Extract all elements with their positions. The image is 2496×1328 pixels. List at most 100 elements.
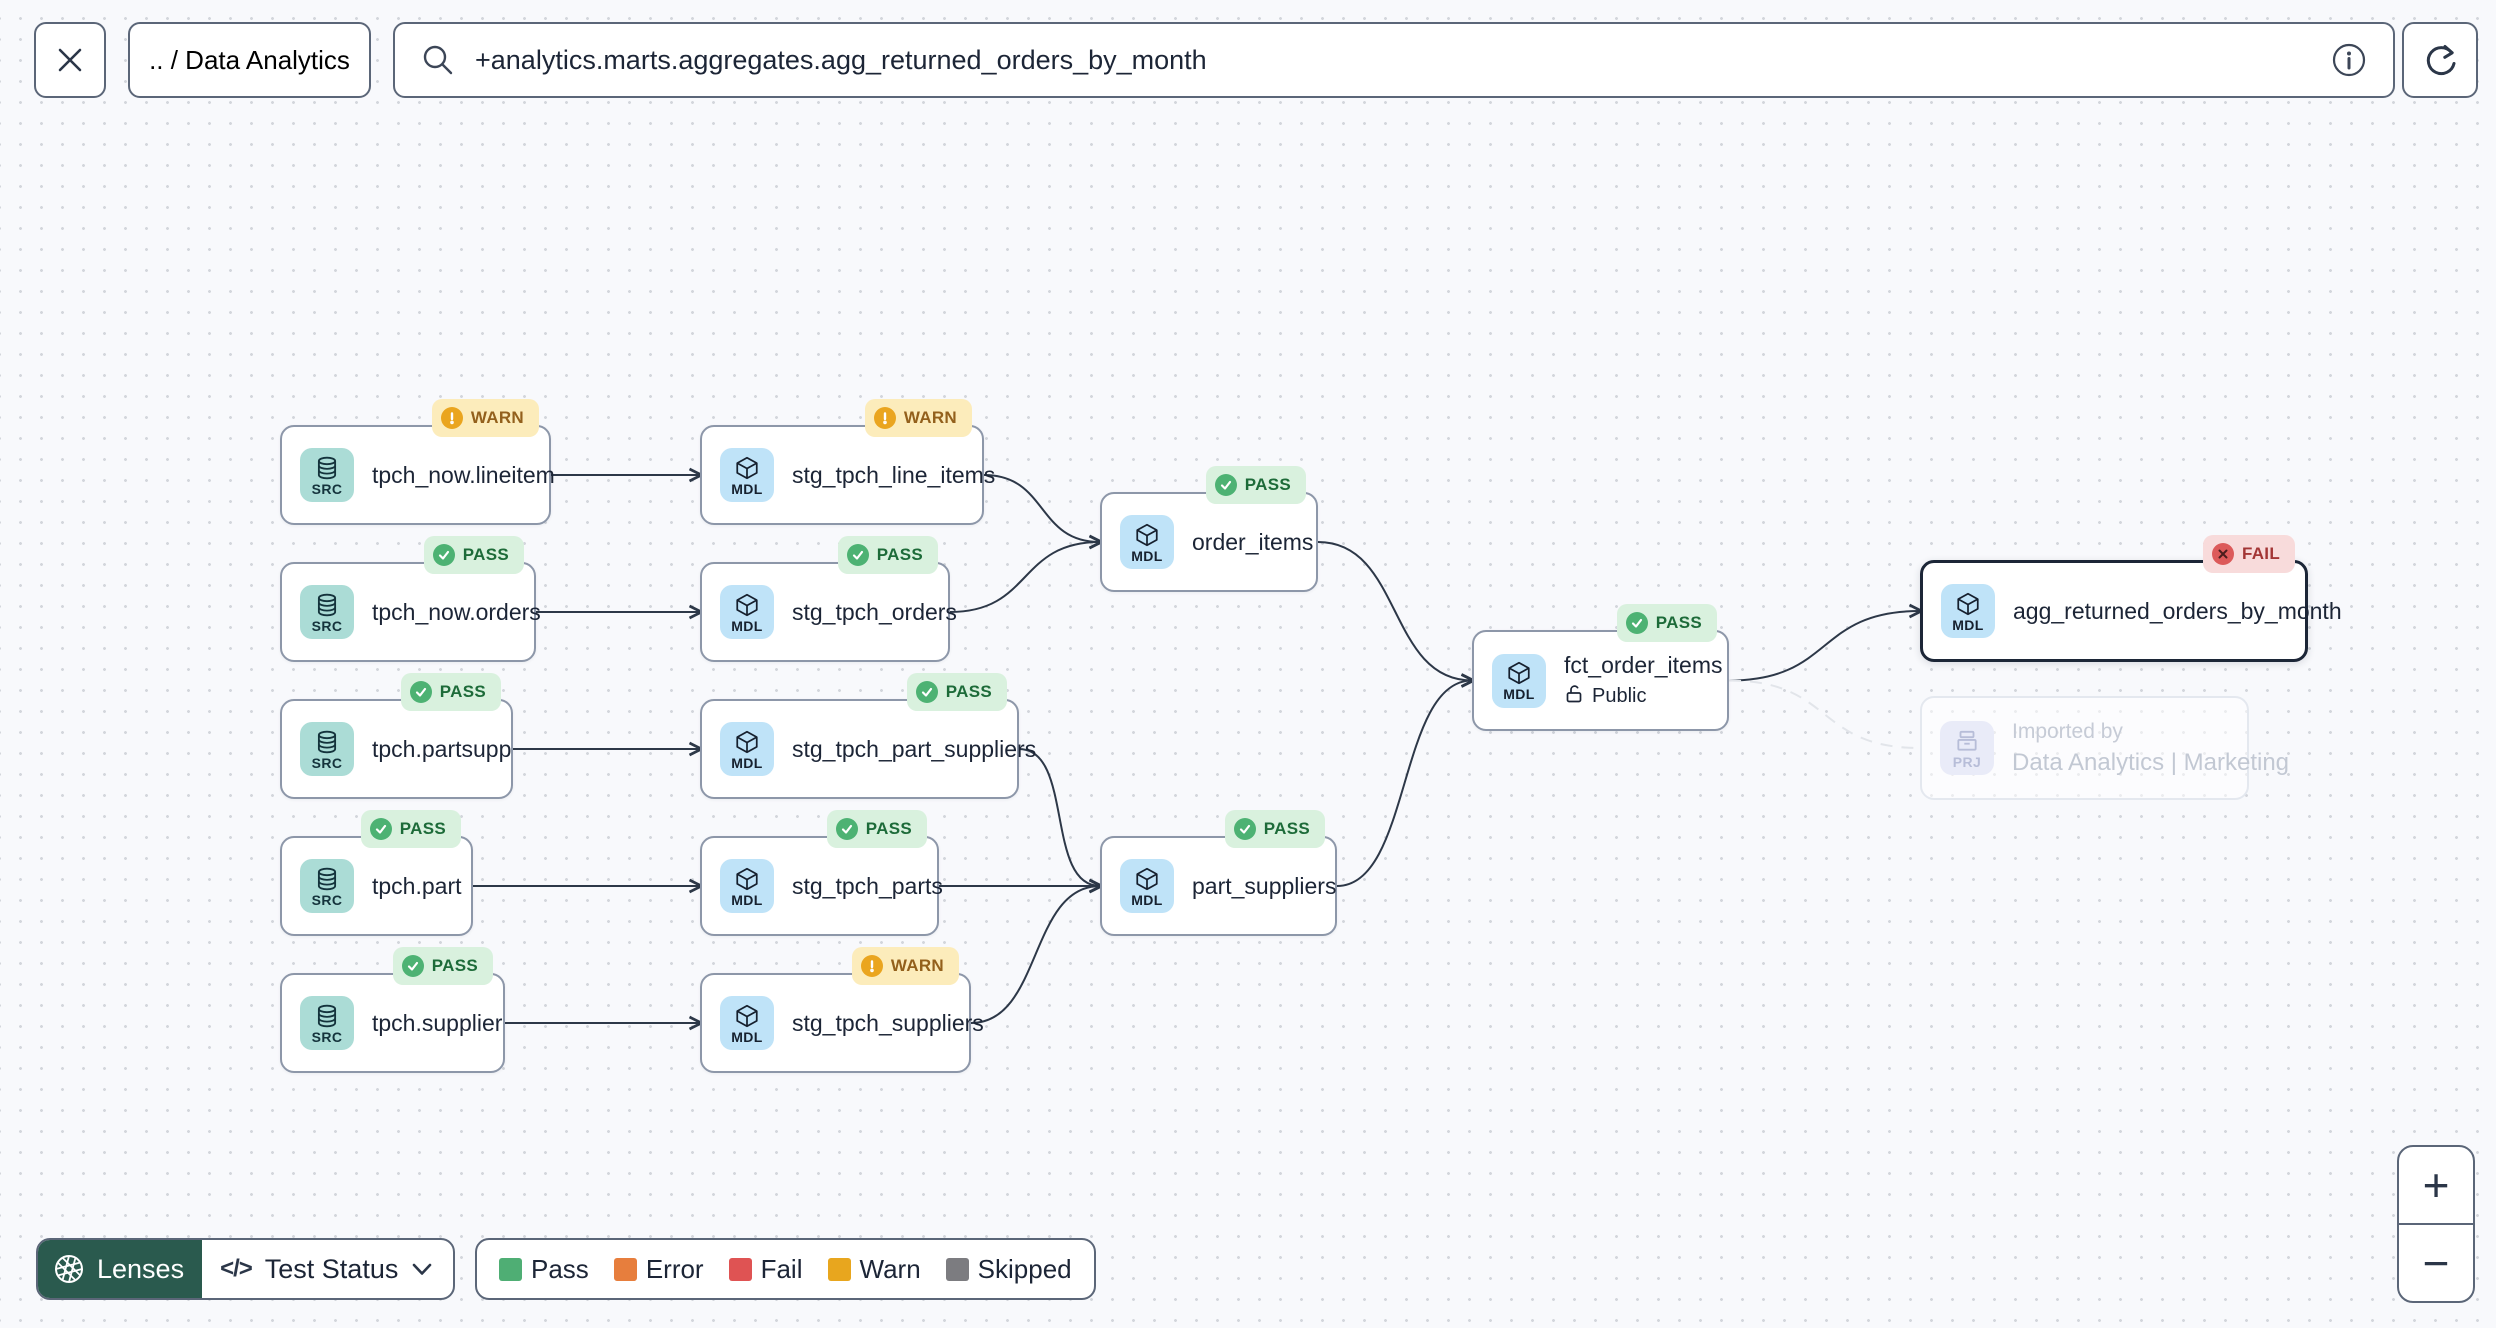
search-input[interactable]: +analytics.marts.aggregates.agg_returned… [475, 44, 1207, 75]
node-label: tpch.part [372, 872, 462, 899]
node-labels: stg_tpch_orders [792, 598, 957, 626]
node-labels: stg_tpch_parts [792, 872, 943, 900]
archive-icon: PRJ [1940, 721, 1994, 775]
edge-part_suppliers-to-fct_order_items [1336, 673, 1477, 887]
edge-stg_tpch_line_items-to-order_items [983, 474, 1105, 550]
status-badge-warn: WARN [864, 399, 972, 437]
status-badge-pass: PASS [392, 947, 493, 985]
cube-icon: MDL [1492, 653, 1546, 708]
close-button[interactable] [34, 22, 106, 98]
legend-swatch [499, 1257, 522, 1281]
status-badge-pass: PASS [837, 536, 938, 574]
check-icon [1233, 818, 1256, 840]
zoom-controls: + − [2397, 1145, 2475, 1303]
check-icon [915, 681, 938, 703]
check-icon [846, 544, 869, 566]
cube-icon: MDL [720, 996, 774, 1050]
node-label: order_items [1192, 528, 1314, 555]
node-label: fct_order_items [1564, 651, 1723, 678]
node-label: stg_tpch_line_items [792, 461, 996, 488]
lens-name: Test Status [264, 1253, 399, 1284]
lens-selector[interactable]: </> Test Status [202, 1240, 453, 1298]
status-badge-pass: PASS [423, 536, 524, 574]
status-badge-pass: PASS [826, 810, 927, 848]
node-labels: stg_tpch_suppliers [792, 1009, 984, 1037]
legend-item-error: Error [613, 1254, 704, 1285]
node-labels: tpch.partsupp [372, 735, 512, 763]
status-badge-fail: FAIL [2202, 535, 2295, 573]
status-badge-pass: PASS [400, 673, 501, 711]
node-labels: agg_returned_orders_by_month [2013, 598, 2342, 625]
cube-icon: MDL [720, 722, 774, 776]
node-labels: tpch_now.orders [372, 599, 541, 626]
node-stg-tpch-parts[interactable]: PASS MDL stg_tpch_parts [700, 810, 943, 936]
node-labels: tpch.supplier [372, 1009, 503, 1037]
node-tpch-partsupp[interactable]: PASS SRC tpch.partsupp [280, 673, 513, 799]
node-labels: tpch_now.lineitem [372, 462, 555, 489]
node-labels: tpch.part [372, 872, 462, 900]
breadcrumb-label: .. / Data Analytics [149, 44, 350, 75]
aperture-icon [55, 1255, 83, 1283]
refresh-button[interactable] [2402, 22, 2478, 98]
search-box[interactable]: +analytics.marts.aggregates.agg_returned… [393, 22, 2395, 98]
bang-icon [440, 407, 463, 429]
cube-icon: MDL [1120, 515, 1174, 569]
node-labels: Imported by Data Analytics | Marketing [2012, 719, 2290, 777]
imported-by-label: Imported by [2012, 719, 2123, 743]
cross-icon [2211, 543, 2234, 565]
edge-order_items-to-fct_order_items [1317, 541, 1477, 688]
info-icon[interactable] [2329, 40, 2369, 80]
node-label: stg_tpch_parts [792, 872, 943, 899]
database-icon: SRC [300, 722, 354, 776]
node-label: stg_tpch_orders [792, 598, 957, 625]
zoom-divider [2399, 1222, 2473, 1226]
search-icon [423, 45, 453, 75]
database-icon: SRC [300, 859, 354, 913]
lenses-button[interactable]: Lenses [38, 1240, 203, 1298]
check-icon [409, 681, 432, 703]
project-name: Data Analytics | Marketing [2012, 748, 2290, 776]
chevron-down-icon [413, 1263, 432, 1275]
edge-stg_tpch_part_suppliers-to-part_suppliers [1018, 748, 1105, 894]
legend-item-skipped: Skipped [945, 1254, 1072, 1285]
node-tpch-now-lineitem[interactable]: WARN SRC tpch_now.lineitem [280, 399, 555, 525]
bang-icon [873, 407, 896, 429]
breadcrumb[interactable]: .. / Data Analytics [128, 22, 371, 98]
status-badge-pass: PASS [360, 810, 461, 848]
node-label: tpch.supplier [372, 1009, 503, 1036]
node-stg-tpch-suppliers[interactable]: WARN MDL stg_tpch_suppliers [700, 947, 984, 1073]
zoom-out-button[interactable]: − [2399, 1225, 2473, 1301]
status-badge-pass: PASS [1616, 604, 1717, 642]
legend-item-pass: Pass [499, 1254, 589, 1285]
status-badge-pass: PASS [1224, 810, 1325, 848]
cube-icon: MDL [720, 859, 774, 913]
node-stg-tpch-line-items[interactable]: WARN MDL stg_tpch_line_items [700, 399, 996, 525]
node-imported-by[interactable]: PRJ Imported by Data Analytics | Marketing [1920, 696, 2290, 800]
node-label: stg_tpch_suppliers [792, 1009, 984, 1036]
check-icon [369, 818, 392, 840]
edge-stg_tpch_orders-to-order_items [949, 534, 1105, 613]
node-label: tpch.partsupp [372, 735, 512, 762]
zoom-in-button[interactable]: + [2399, 1147, 2473, 1223]
status-badge-warn: WARN [851, 947, 959, 985]
access-level: Public [1564, 684, 1705, 710]
node-labels: part_suppliers [1192, 873, 1336, 900]
status-badge-warn: WARN [431, 399, 539, 437]
cube-icon: MDL [720, 448, 774, 502]
legend-swatch [613, 1257, 637, 1281]
database-icon: SRC [300, 448, 354, 502]
check-icon [401, 955, 424, 977]
